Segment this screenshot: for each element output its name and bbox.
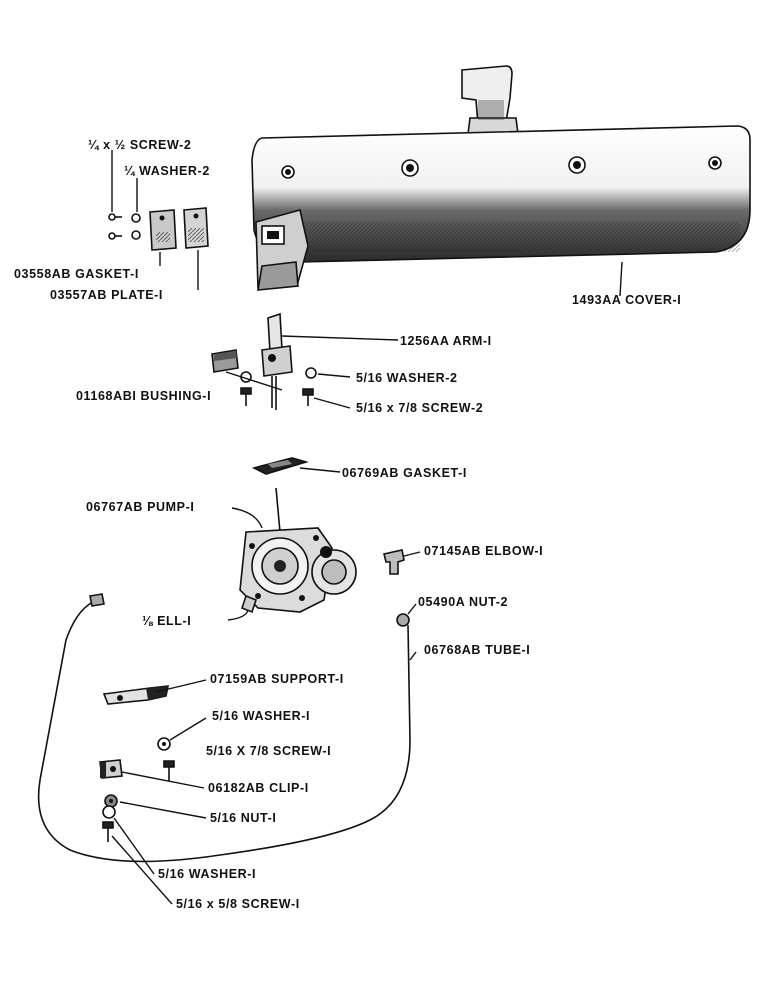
fuel-tube — [37, 593, 411, 863]
label-washer-516-support: 5/16 WASHER-I — [212, 709, 310, 723]
label-cover-1493: 1493AA COVER-I — [572, 293, 681, 307]
label-bushing-01168: 01168ABI BUSHING-I — [76, 389, 211, 403]
label-washer-516-lower: 5/16 WASHER-I — [158, 867, 256, 881]
label-ell-eighth: ⅛ ELL-I — [142, 614, 191, 628]
label-support-07159: 07159AB SUPPORT-I — [210, 672, 344, 686]
label-screw-516-58: 5/16 x 5/8 SCREW-I — [176, 897, 300, 911]
label-gasket-06769: 06769AB GASKET-I — [342, 466, 467, 480]
fuel-pump — [239, 487, 357, 614]
label-washer-516-arm: 5/16 WASHER-2 — [356, 371, 458, 385]
label-screw-516-78-arm: 5/16 x 7/8 SCREW-2 — [356, 401, 483, 415]
label-washer-quarter: ¼ WASHER-2 — [124, 164, 210, 178]
leader-lines — [111, 150, 623, 905]
label-nut-516: 5/16 NUT-I — [210, 811, 276, 825]
label-arm-1256: 1256AA ARM-I — [400, 334, 492, 348]
tube-support-group — [99, 685, 175, 842]
valve-cover — [251, 65, 751, 291]
label-elbow-07145: 07145AB ELBOW-I — [424, 544, 543, 558]
pump-gasket — [251, 457, 309, 475]
elbow-fitting — [383, 549, 405, 575]
part-labels: ¼ x ½ SCREW-2 ¼ WASHER-2 03558AB GASKET-… — [14, 138, 681, 911]
label-nut-05490: 05490A NUT-2 — [418, 595, 508, 609]
label-gasket-03558: 03558AB GASKET-I — [14, 267, 139, 281]
label-screw-quarter: ¼ x ½ SCREW-2 — [88, 138, 191, 152]
rocker-arm-group — [211, 312, 317, 410]
label-plate-03557: 03557AB PLATE-I — [50, 288, 163, 302]
plate-and-gasket-parts — [108, 207, 209, 251]
label-clip-06182: 06182AB CLIP-I — [208, 781, 309, 795]
label-pump-06767: 06767AB PUMP-I — [86, 500, 194, 514]
label-tube-06768: 06768AB TUBE-I — [424, 643, 530, 657]
label-screw-516-78-support: 5/16 X 7/8 SCREW-I — [206, 744, 331, 758]
